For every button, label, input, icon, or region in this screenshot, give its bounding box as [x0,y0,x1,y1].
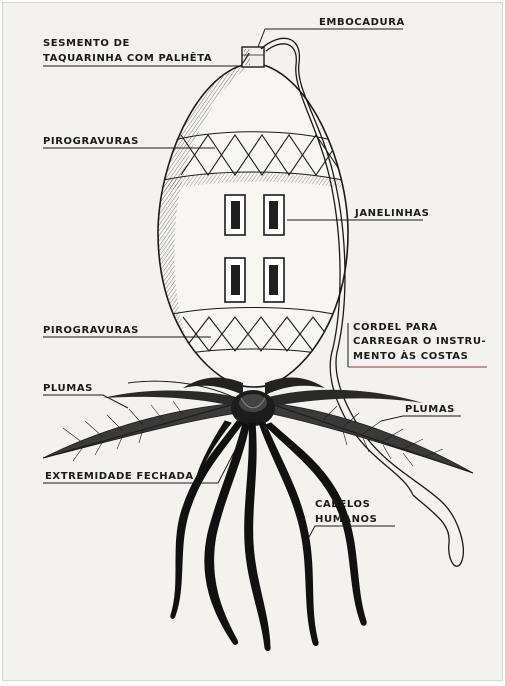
label-plumas-right: PLUMAS [405,404,455,415]
label-cordel-line3: MENTO ÀS COSTAS [353,349,468,362]
label-extremidade: EXTREMIDADE FECHADA [45,471,194,482]
label-cabelos-line1: CABELOS [315,499,370,510]
label-cordel-line1: CORDEL PARA [353,322,438,333]
label-embocadura: EMBOCADURA [319,17,405,28]
instrument-diagram: EMBOCADURA SESMENTO DE TAQUARINHA COM PA… [3,3,505,686]
label-plumas-left: PLUMAS [43,383,93,394]
label-segmento-line2: TAQUARINHA COM PALHÊTA [43,51,212,64]
closed-end-knot [231,390,275,426]
label-cabelos-line2: HUMANOS [315,514,377,525]
label-janelinhas: JANELINHAS [354,208,429,219]
label-pirogravuras-top: PIROGRAVURAS [43,136,139,147]
label-pirogravuras-bottom: PIROGRAVURAS [43,325,139,336]
mouthpiece-segment [242,47,264,67]
gourd-body [158,63,348,387]
leader-plumas-right [381,416,461,421]
label-cordel-line2: CARREGAR O INSTRU- [353,336,486,347]
human-hair [171,421,366,651]
label-segmento-line1: SESMENTO DE [43,38,130,49]
